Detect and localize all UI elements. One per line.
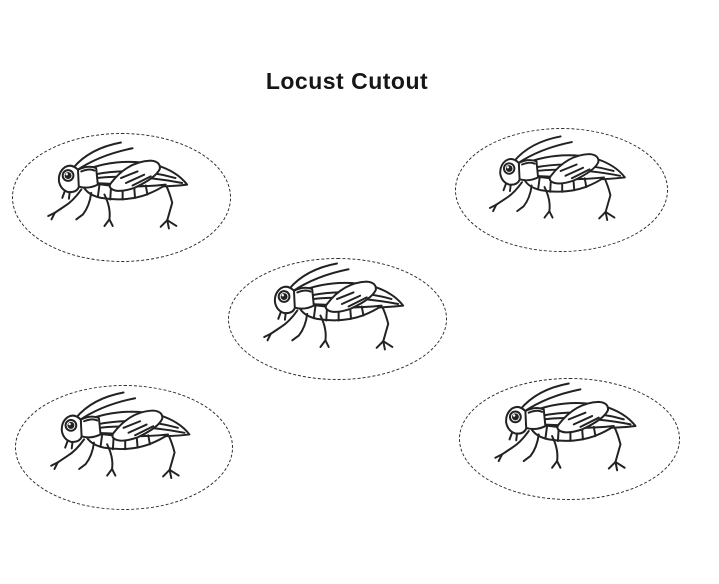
cutout-ellipse bbox=[15, 385, 233, 510]
page-title: Locust Cutout bbox=[265, 68, 429, 94]
locust-icon bbox=[251, 261, 425, 373]
cutout-ellipse bbox=[228, 258, 447, 380]
locust-icon bbox=[38, 390, 211, 501]
locust-icon bbox=[35, 140, 209, 252]
cutout-ellipse bbox=[455, 128, 668, 252]
locust-icon bbox=[477, 134, 646, 243]
cutout-ellipse bbox=[459, 378, 680, 500]
locust-icon bbox=[482, 381, 657, 494]
cutout-ellipse bbox=[12, 133, 231, 262]
